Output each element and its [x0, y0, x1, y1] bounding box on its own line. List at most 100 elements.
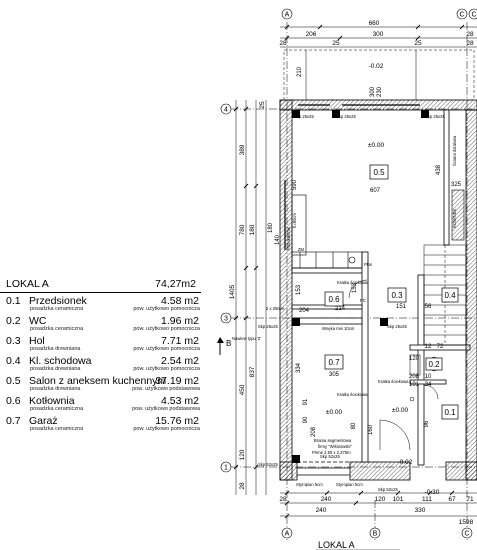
drawing-title: LOKAL A: [318, 540, 355, 550]
wall-wc-south: [409, 379, 447, 385]
room-area: 15.76 m2: [155, 415, 199, 427]
room-schedule: LOKAL A 74,27m2 0.1 Przedsionek 4.58 m2 pos…: [0, 278, 205, 433]
room-usage-type: pow. użytkowo podstawowa: [132, 406, 200, 412]
room-name: Salon z aneksem kuchennym: [29, 375, 167, 387]
dim-12: 12: [425, 344, 432, 350]
dimension-lines: [235, 26, 477, 517]
dim-b120: 120: [375, 496, 386, 503]
note-skp5: Skp 25x25: [387, 324, 407, 329]
room-tag-box-05: [369, 164, 389, 180]
level-outside: -0.30: [425, 489, 440, 496]
axis-label-3: 3: [224, 316, 228, 323]
room-name: Hol: [29, 335, 45, 347]
axis-bubble-c2-top: [468, 8, 477, 20]
axis-label-1: 1: [224, 465, 228, 472]
note-sill: Podokiennik: [286, 226, 291, 250]
note-recess: Wnęka min 10cm: [322, 326, 355, 331]
room-usage-type: pow. użytkowo pomocnicza: [133, 366, 200, 372]
room-floor-finish: posadzka ceramiczna: [30, 426, 84, 432]
room-number: 0.5: [6, 375, 21, 387]
note-wall: Ściana działowa: [452, 135, 457, 166]
note-drain-3: Kratka ściekowa: [378, 379, 409, 384]
column-1: [292, 110, 300, 118]
dim-b71: 71: [466, 496, 474, 503]
room-number: 0.1: [6, 295, 21, 307]
wall-south-pier-2: [349, 461, 411, 481]
room-usage-type: pow. użytkowo pomocnicza: [133, 426, 200, 432]
dim-l25: 25: [259, 101, 266, 109]
axis-markers: A C C 4 3 1 A B C: [220, 8, 477, 539]
axis-label-c-top: C: [459, 12, 464, 19]
dim-300: 300: [373, 31, 384, 38]
schedule-title: LOKAL A: [6, 278, 49, 290]
room-name: Przedsionek: [29, 295, 87, 307]
dim-180: 180: [249, 224, 256, 235]
schedule-total-area: 74,27m2: [155, 278, 196, 290]
dimension-ticks: [233, 24, 465, 519]
schedule-header: LOKAL A 74,27m2: [0, 278, 205, 292]
wall-east: [465, 109, 477, 481]
dim-151: 151: [396, 304, 407, 310]
washbasin: [409, 354, 421, 376]
room-usage-type: pow. użytkowo podstawowa: [132, 386, 200, 392]
note-plon: Plon: [364, 262, 373, 267]
wall-garage-north: [291, 317, 363, 325]
room-floor-finish: posadzka drewniana: [30, 346, 81, 352]
dim-28b: 28: [466, 31, 474, 38]
fireplace: [451, 189, 465, 241]
room-tags: 0.5 0.3 0.6 0.7 0.4 0.2 0.1: [324, 164, 459, 420]
note-gate-2: firmy "Wiśniowski": [318, 444, 352, 449]
dim-214: 214: [335, 306, 346, 312]
column-5: [380, 318, 388, 326]
room-floor-finish: posadzka ceramiczna: [30, 406, 84, 412]
axis-bubble-b-bottom: [369, 527, 381, 539]
room-area: 4.58 m2: [161, 295, 199, 307]
room-tag-05: 0.5: [373, 168, 385, 177]
dim-b111: 111: [422, 496, 432, 503]
room-tag-03: 0.3: [391, 291, 403, 300]
wall-stair-west: [417, 274, 425, 466]
dim-28c: 28: [466, 40, 474, 47]
room-area: 7.71 m2: [161, 335, 199, 347]
room-area: 37.19 m2: [155, 375, 199, 387]
door-swing-vestibule: [423, 384, 439, 400]
room-number: 0.3: [6, 335, 21, 347]
level-garage: ±0.00: [326, 409, 343, 416]
dim-438: 438: [436, 164, 442, 175]
axis-bubble-a-bottom: [281, 527, 293, 539]
level-entry: ±0.00: [392, 407, 409, 414]
axis-bubble-3: [220, 312, 232, 324]
room-tag-04: 0.4: [444, 291, 456, 300]
dim-153b: 153: [352, 282, 358, 293]
dim-90: 90: [303, 416, 309, 423]
interior-dimension-texts: 210 300 230 590 607 438 153 153 204 214 …: [268, 66, 462, 437]
dim-305: 305: [329, 372, 340, 378]
axis-bubble-c-bottom: [461, 527, 473, 539]
note-pc: PC: [360, 298, 366, 303]
room-number: 0.2: [6, 315, 21, 327]
dim-b240: 240: [321, 496, 332, 503]
dim-607: 607: [370, 188, 381, 194]
dim-120a: 120: [409, 356, 420, 362]
note-skp3: Skp 25x25: [425, 114, 445, 119]
room-tag-07: 0.7: [328, 358, 340, 367]
dim-837: 837: [249, 366, 256, 377]
level-salon: ±0.00: [368, 142, 385, 149]
dim-72: 72: [437, 344, 444, 350]
dim-101: 101: [409, 382, 420, 388]
dim-389: 389: [239, 144, 246, 155]
dim-325: 325: [451, 182, 462, 188]
bottom-dimension-texts: 28 240 101 111 67 71 120 240 330 1598: [279, 496, 474, 526]
garage-door: [297, 461, 350, 476]
dim-28a: 28: [279, 40, 287, 47]
dim-b330: 330: [415, 507, 426, 514]
axis-label-b-bottom: B: [373, 531, 378, 538]
note-skp8: Skp 52x25: [378, 487, 398, 492]
door-swing-entry: [379, 419, 411, 451]
note-vent: Nawiew typu 'Z': [232, 336, 261, 341]
room-tag-box-06: [324, 291, 344, 307]
